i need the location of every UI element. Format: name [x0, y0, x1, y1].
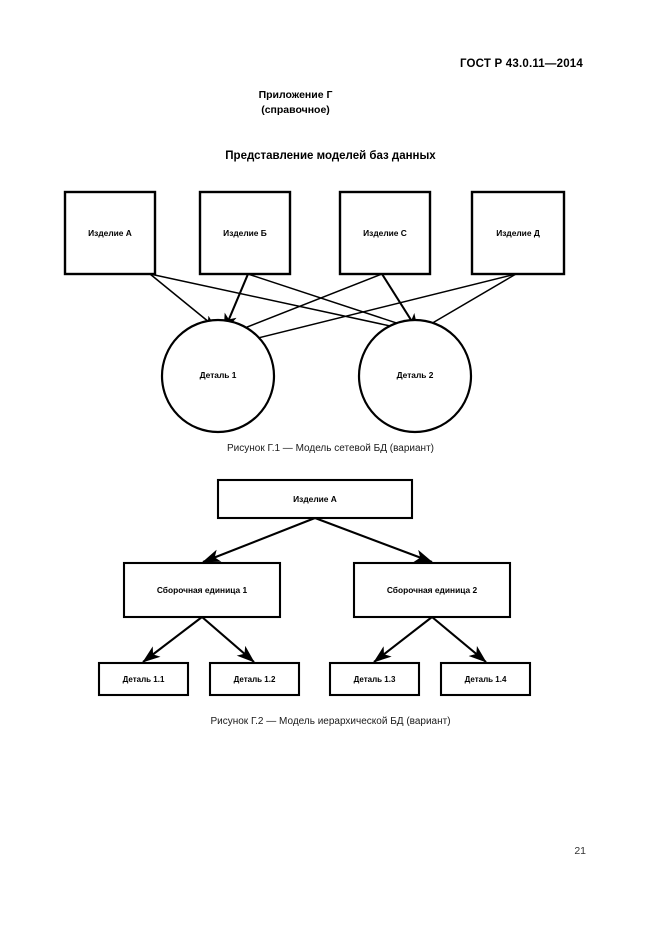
edge-product4-part1 — [237, 273, 517, 345]
root-label: Изделие А — [293, 494, 337, 504]
root-box — [216, 478, 414, 520]
appendix-kind: (справочное) — [261, 104, 330, 116]
assembly-box — [352, 561, 512, 619]
edge-product3-part1 — [231, 273, 383, 334]
root-node: Изделие А — [216, 478, 414, 520]
product-box — [470, 190, 566, 276]
page-number: 21 — [574, 845, 586, 857]
network-db-diagram: Изделие А Изделие Б Изделие С Изделие Д — [63, 190, 566, 434]
product-box — [198, 190, 292, 276]
product-label: Изделие Д — [496, 228, 540, 238]
detail-box — [328, 661, 421, 697]
product-node-1: Изделие А — [63, 190, 157, 276]
appendix-title: Приложение Г — [258, 89, 333, 101]
detail-label: Деталь 1.2 — [234, 675, 276, 684]
detail-label: Деталь 1.4 — [465, 675, 507, 684]
part-node-2: Деталь 2 — [357, 318, 473, 434]
assembly-node-1: Сборочная единица 1 — [122, 561, 282, 619]
edge-product1-part1 — [149, 273, 216, 328]
product-node-2: Изделие Б — [198, 190, 292, 276]
edge-product1-part2 — [149, 273, 433, 337]
part-label: Деталь 1 — [200, 370, 237, 380]
detail-box — [97, 661, 190, 697]
hierarchical-db-diagram: Изделие А Сборочная единица 1 Сборочная … — [97, 478, 532, 697]
detail-node-2: Деталь 1.2 — [208, 661, 301, 697]
part-label: Деталь 2 — [397, 370, 434, 380]
edge-assembly2-detail4 — [431, 616, 487, 663]
product-box — [338, 190, 432, 276]
edge-root-assembly1 — [202, 517, 316, 563]
edge-root-assembly2 — [314, 517, 433, 563]
detail-node-3: Деталь 1.3 — [328, 661, 421, 697]
edge-assembly1-detail1 — [142, 616, 203, 663]
part-node-1: Деталь 1 — [160, 318, 276, 434]
detail-box — [208, 661, 301, 697]
product-node-3: Изделие С — [338, 190, 432, 276]
standard-header: ГОСТ Р 43.0.11—2014 — [459, 58, 583, 70]
appendix-heading: Приложение Г (справочное) — [0, 88, 661, 118]
product-label: Изделие С — [363, 228, 407, 238]
figure-caption-1: Рисунок Г.1 — Модель сетевой БД (вариант… — [227, 443, 434, 454]
edge-assembly2-detail3 — [373, 616, 433, 663]
detail-label: Деталь 1.1 — [123, 675, 165, 684]
assembly-box — [122, 561, 282, 619]
section-title: Представление моделей баз данных — [225, 150, 436, 162]
figure-caption-2: Рисунок Г.2 — Модель иерархической БД (в… — [210, 716, 451, 727]
assembly-label: Сборочная единица 2 — [387, 585, 478, 595]
detail-box — [439, 661, 532, 697]
product-label: Изделие Б — [223, 228, 267, 238]
product-box — [63, 190, 157, 276]
assembly-label: Сборочная единица 1 — [157, 585, 248, 595]
product-label: Изделие А — [88, 228, 132, 238]
detail-label: Деталь 1.3 — [354, 675, 396, 684]
part-circle — [357, 318, 473, 434]
part-circle — [160, 318, 276, 434]
detail-node-4: Деталь 1.4 — [439, 661, 532, 697]
detail-node-1: Деталь 1.1 — [97, 661, 190, 697]
assembly-node-2: Сборочная единица 2 — [352, 561, 512, 619]
edge-assembly1-detail2 — [201, 616, 255, 663]
product-node-4: Изделие Д — [470, 190, 566, 276]
